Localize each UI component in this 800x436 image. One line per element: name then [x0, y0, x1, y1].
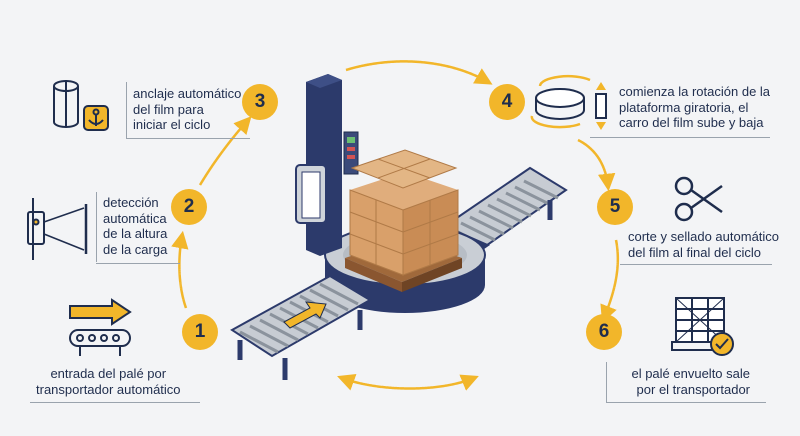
step-label-6-line: el palé envuelto sale [631, 366, 750, 381]
step-badge-4: 4 [489, 84, 525, 120]
label-sideline [96, 192, 97, 262]
conveyor-arrow-icon [69, 298, 132, 356]
arrow-3-to-4 [345, 60, 493, 85]
step-badge-3: 3 [242, 84, 278, 120]
step-label-3-line: del film para [133, 101, 204, 117]
pallet-load [345, 149, 462, 292]
step-label-4-line: plataforma giratoria, el [619, 99, 749, 115]
cycle-arrows [171, 60, 620, 391]
step-label-1-line: entrada del palé por [50, 366, 167, 381]
step-label-6-line: por el transportador [636, 381, 750, 397]
step-label-4-line: comienza la rotación de la [619, 84, 771, 99]
label-sideline [126, 82, 127, 138]
label-underline [606, 402, 766, 403]
step-badge-6: 6 [586, 314, 622, 350]
entry-conveyor [230, 274, 372, 380]
step-label-1-line: transportador automático [36, 381, 181, 397]
label-underline [96, 263, 180, 264]
height-sensor-icon [27, 198, 88, 260]
label-sideline [606, 362, 607, 402]
step-label-2-line: de la carga [103, 241, 168, 257]
step-label-4-line: carro del film sube y baja [619, 115, 764, 130]
step-label-2-line: de la altura [103, 226, 168, 241]
arrow-2-to-3 [198, 116, 252, 186]
step-label-1: entrada del palé por transportador autom… [36, 366, 181, 397]
step-label-6: el palé envuelto sale por el transportad… [631, 366, 750, 397]
step-badge-1: 1 [182, 314, 218, 350]
step-label-5-line: del film al final del ciclo [628, 244, 761, 260]
label-underline [590, 137, 770, 138]
arrow-bottom-loop [337, 374, 479, 391]
scissors-icon [674, 176, 723, 222]
step-label-2-line: detección [103, 195, 159, 210]
film-roll-anchor-icon [53, 80, 109, 131]
label-underline [620, 264, 772, 265]
wrapped-pallet-check-icon [671, 297, 734, 356]
step-label-3: anclaje automático del film para iniciar… [133, 86, 241, 133]
label-underline [30, 402, 200, 403]
step-label-3-line: anclaje automático [133, 86, 242, 101]
rotating-platform-icon [530, 74, 607, 130]
step-label-4: comienza la rotación de la plataforma gi… [619, 84, 770, 131]
step-label-3-line: iniciar el ciclo [133, 117, 211, 132]
wrapper-mast [295, 74, 359, 256]
step-badge-2: 2 [171, 189, 207, 225]
step-label-2: detección automática de la altura de la … [103, 195, 167, 257]
label-underline [126, 138, 250, 139]
arrow-5-to-6 [600, 239, 620, 323]
exit-conveyor [443, 166, 568, 268]
step-badge-5: 5 [597, 189, 633, 225]
arrow-4-to-5 [577, 138, 616, 192]
step-label-5-line: corte y sellado automático [628, 229, 780, 244]
step-label-5: corte y sellado automático del film al f… [628, 229, 779, 260]
step-label-2-line: automática [103, 210, 167, 226]
arrow-1-to-2 [171, 230, 189, 309]
